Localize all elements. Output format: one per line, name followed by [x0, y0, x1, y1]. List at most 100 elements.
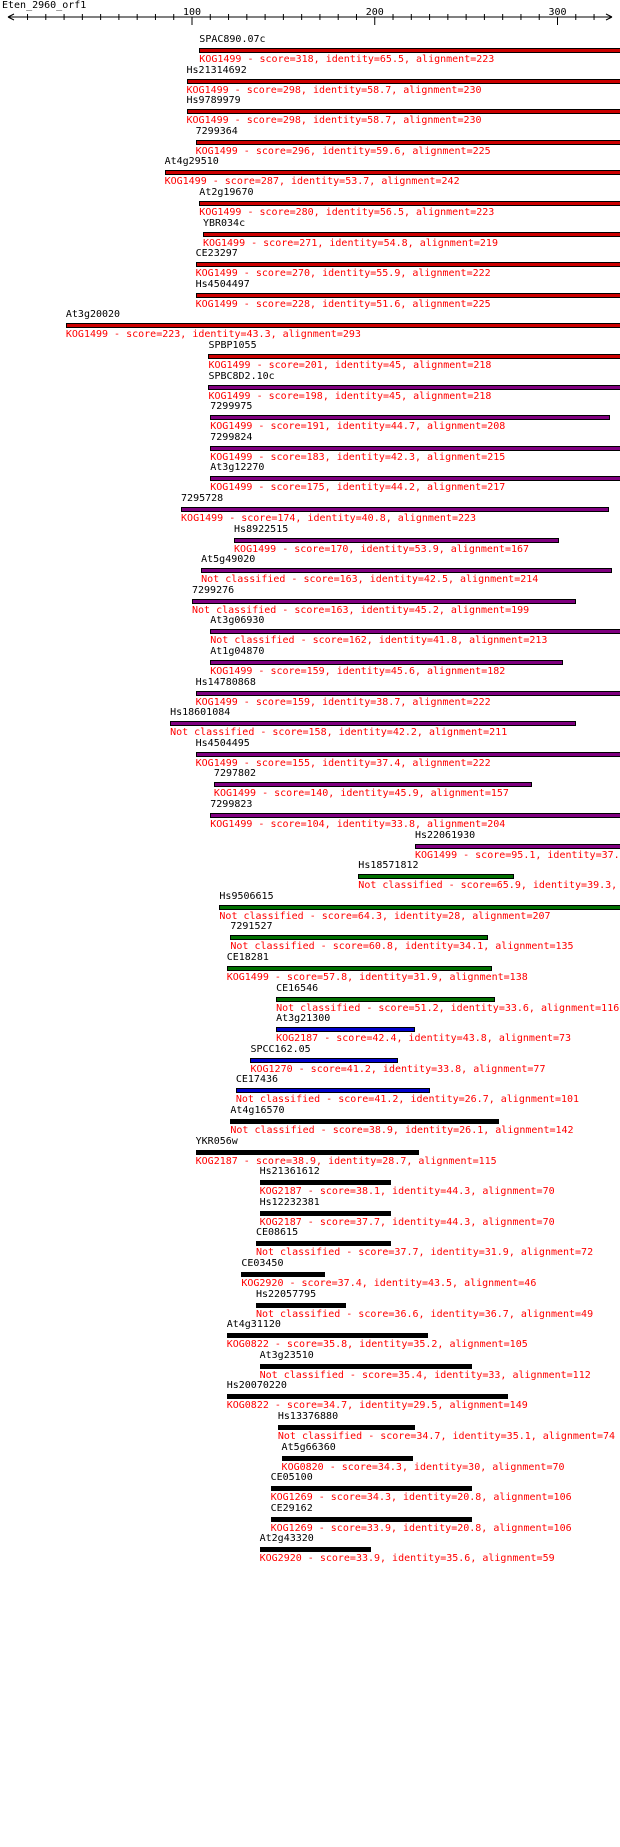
hit-bar[interactable] [414, 843, 620, 849]
hit-name[interactable]: YKR056w [195, 1135, 238, 1147]
hit-bar[interactable] [195, 262, 620, 268]
hit-name[interactable]: Hs8922515 [234, 523, 289, 535]
hit-bar[interactable] [234, 537, 560, 543]
hit-bar[interactable] [259, 1180, 392, 1186]
hit-bar[interactable] [201, 568, 613, 574]
hit-name[interactable]: At5g66360 [281, 1441, 336, 1453]
hit-name[interactable]: 7299823 [210, 799, 253, 810]
hit-bar[interactable] [195, 292, 620, 298]
hit-bar[interactable] [281, 1455, 414, 1461]
hit-name[interactable]: Hs21361612 [259, 1166, 320, 1178]
hit-bar[interactable] [195, 751, 620, 757]
hit-name[interactable]: At3g21300 [276, 1013, 331, 1025]
hit-name[interactable]: 7299975 [210, 401, 253, 413]
hit-name[interactable]: Hs22061930 [414, 829, 476, 841]
hit-bar[interactable] [219, 904, 620, 910]
hit-bar[interactable] [213, 782, 532, 788]
hit-name[interactable]: CE23297 [195, 248, 238, 260]
hit-bar[interactable] [195, 139, 620, 145]
hit-name[interactable]: Hs9506615 [219, 890, 274, 902]
hit-bar[interactable] [230, 935, 489, 941]
hit-bar[interactable] [181, 507, 609, 512]
hit-bar[interactable] [226, 1394, 509, 1400]
hit-name[interactable]: 7291527 [230, 921, 273, 933]
hit-bar[interactable] [65, 323, 620, 329]
hit-bar[interactable] [226, 1333, 428, 1339]
hit-bar[interactable] [255, 1241, 392, 1247]
hit-bar[interactable] [210, 415, 611, 421]
hit-name[interactable]: At3g20020 [65, 309, 121, 321]
hit-name[interactable]: At3g23510 [259, 1349, 314, 1361]
hit-bar[interactable] [235, 1088, 430, 1094]
hit-bar[interactable] [255, 1302, 346, 1308]
hit-bar[interactable] [208, 354, 620, 359]
hit-name[interactable]: At4g31120 [226, 1319, 281, 1331]
hit-name[interactable]: 7299824 [210, 431, 253, 443]
hit-bar[interactable] [277, 1425, 415, 1430]
hit-bar[interactable] [226, 966, 492, 971]
hit-name[interactable]: CE29162 [270, 1502, 313, 1514]
hit-name[interactable]: CE16546 [276, 982, 319, 994]
hit-bar[interactable] [259, 1210, 392, 1216]
hit-name[interactable]: Hs4504497 [195, 278, 250, 290]
hit-bar[interactable] [270, 1486, 472, 1492]
hit-name[interactable]: 7299364 [195, 125, 238, 137]
hit-bar[interactable] [210, 445, 620, 451]
hit-name[interactable]: 7299276 [192, 584, 235, 596]
hit-name[interactable]: Hs4504495 [195, 737, 250, 749]
hit-bar[interactable] [199, 48, 620, 53]
hit-bar[interactable] [186, 109, 620, 115]
hit-bar[interactable] [210, 660, 563, 665]
hit-name[interactable]: CE03450 [241, 1258, 284, 1269]
hit-bar[interactable] [195, 690, 620, 696]
hit-bar[interactable] [186, 78, 620, 84]
hit-bar[interactable] [250, 1057, 399, 1063]
hit-name[interactable]: Hs13376880 [277, 1411, 339, 1422]
hit-name[interactable]: YBR034c [202, 217, 246, 229]
hit-bar[interactable] [358, 874, 514, 880]
hit-name[interactable]: CE17436 [235, 1074, 279, 1086]
hit-bar[interactable] [259, 1547, 372, 1553]
hit-name[interactable]: At5g49020 [201, 554, 256, 566]
hit-bar[interactable] [195, 1149, 419, 1155]
hit-bar[interactable] [276, 996, 496, 1002]
hit-bar[interactable] [276, 1027, 415, 1033]
hit-name[interactable]: Hs22057795 [255, 1288, 317, 1300]
